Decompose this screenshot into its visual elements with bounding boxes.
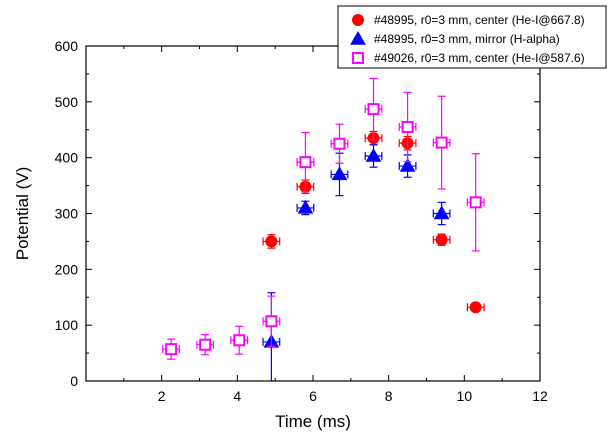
data-point — [401, 120, 414, 133]
y-tick-label: 300 — [55, 206, 79, 222]
point-group — [466, 301, 485, 314]
x-tick-label: 2 — [158, 388, 166, 404]
point-group — [296, 199, 315, 216]
data-point — [435, 233, 448, 246]
point-group — [330, 123, 349, 164]
x-tick-label: 4 — [233, 388, 241, 404]
y-tick-label: 600 — [55, 38, 79, 54]
data-point — [367, 103, 380, 116]
data-point — [265, 315, 278, 328]
point-group — [398, 91, 417, 163]
data-point — [433, 205, 450, 220]
point-group — [432, 201, 451, 226]
y-tick-label: 400 — [55, 150, 79, 166]
y-tick-label: 500 — [55, 94, 79, 110]
data-point — [199, 338, 212, 351]
data-point — [233, 334, 246, 347]
point-group — [196, 334, 215, 356]
y-tick-label: 100 — [55, 317, 79, 333]
legend: #48995, r0=3 mm, center (He-I@667.8) #489… — [337, 5, 607, 69]
point-group — [162, 338, 181, 360]
x-tick-label: 10 — [457, 388, 473, 404]
point-group — [364, 144, 383, 168]
x-tick-label: 12 — [532, 388, 548, 404]
y-tick-label: 200 — [55, 261, 79, 277]
y-axis-label: Potential (V) — [13, 167, 32, 261]
series-layer — [162, 77, 485, 381]
data-point — [265, 235, 278, 248]
x-tick-label: 6 — [309, 388, 317, 404]
point-group — [466, 153, 485, 252]
legend-box — [337, 5, 607, 69]
data-point — [435, 136, 448, 149]
axes-layer: 2 4 6 8 10 12 0 100 200 300 400 500 600 — [55, 38, 548, 404]
x-axis-label: Time (ms) — [275, 412, 351, 431]
legend-label: #48995, r0=3 mm, center (He-I@667.8) — [374, 13, 585, 27]
x-tick-label: 8 — [385, 388, 393, 404]
point-group — [230, 325, 249, 355]
data-point — [165, 343, 178, 356]
point-group — [262, 295, 281, 347]
legend-label: #49026, r0=3 mm, center (He-I@587.6) — [374, 51, 585, 65]
data-point — [365, 147, 382, 162]
data-point — [399, 158, 416, 172]
data-point — [469, 301, 482, 314]
data-point — [469, 196, 482, 209]
series-2 — [262, 144, 451, 381]
point-group — [296, 131, 315, 193]
legend-marker — [352, 14, 364, 26]
legend-marker — [350, 30, 366, 45]
series-3 — [162, 77, 485, 360]
legend-marker — [352, 52, 364, 64]
legend-label: #48995, r0=3 mm, mirror (H-alpha) — [374, 32, 560, 46]
point-group — [364, 77, 383, 141]
point-group — [432, 95, 451, 190]
data-point — [297, 199, 314, 214]
data-point — [299, 156, 312, 169]
y-tick-label: 0 — [70, 373, 78, 389]
data-point — [333, 137, 346, 150]
point-group — [432, 233, 451, 246]
point-group — [262, 234, 281, 249]
data-point — [331, 166, 348, 181]
